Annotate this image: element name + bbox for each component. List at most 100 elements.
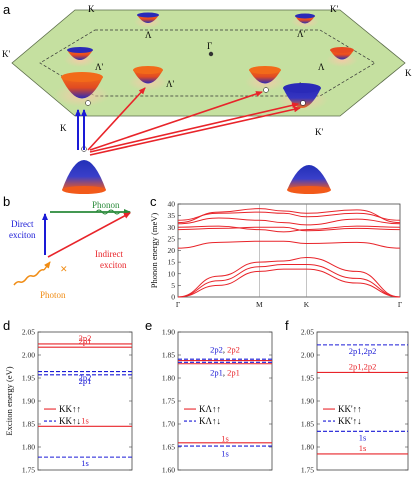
x-tick-label: K bbox=[304, 300, 310, 309]
panel-label-f: f bbox=[285, 318, 289, 333]
legend-label: KK↑↑ bbox=[59, 404, 81, 414]
level-label: 1s bbox=[221, 448, 229, 458]
bz-label-kp-left: K' bbox=[2, 49, 10, 59]
indirect-exciton-label-2: exciton bbox=[100, 260, 127, 270]
indirect-arrow-lambda-p bbox=[87, 87, 146, 151]
indirect-arrow-lambda bbox=[89, 91, 263, 151]
legend-label: KK↑↓ bbox=[59, 416, 81, 426]
level-label-part: , bbox=[223, 367, 227, 377]
valley-k-large bbox=[54, 72, 110, 107]
inner-hexagon-dashed bbox=[39, 29, 376, 97]
level-label-2p1: 2p1 bbox=[79, 376, 92, 386]
indirect-arrow-kp-2 bbox=[89, 106, 301, 156]
y-tick-label: 1.85 bbox=[22, 420, 35, 429]
legend-label: KK'↑↓ bbox=[338, 416, 362, 426]
level-label-part: 2p2 bbox=[210, 344, 223, 354]
phonon-branch-8 bbox=[177, 208, 401, 224]
phonon-wave bbox=[95, 209, 121, 215]
y-tick-label: 1.80 bbox=[301, 443, 314, 452]
y-tick-label: 2.00 bbox=[22, 351, 35, 360]
direct-exciton-label-2: exciton bbox=[9, 230, 36, 240]
x-tick-label: M bbox=[256, 300, 263, 309]
y-tick-label: 1.75 bbox=[162, 397, 175, 406]
y-tick-label: 1.95 bbox=[301, 374, 314, 383]
y-tick-label: 5 bbox=[171, 281, 175, 290]
y-tick-label: 25 bbox=[168, 234, 176, 243]
y-tick-label: 15 bbox=[168, 258, 176, 267]
y-tick-label: 1.90 bbox=[22, 397, 35, 406]
y-tick-label: 1.85 bbox=[162, 351, 175, 360]
valley-lambda-right-mid bbox=[245, 66, 285, 91]
valley-lambda-p-top-right bbox=[291, 13, 319, 28]
phonon-branch-7 bbox=[177, 217, 401, 226]
panel-label-a: a bbox=[3, 2, 11, 17]
panel-label-e: e bbox=[145, 318, 152, 333]
y-tick-label: 35 bbox=[168, 211, 176, 220]
panel-label-b: b bbox=[3, 194, 10, 209]
legend-label: KΛ↑↑ bbox=[199, 404, 221, 414]
y-tick-label: 10 bbox=[168, 269, 176, 278]
y-tick-label: 1.65 bbox=[162, 443, 175, 452]
y-tick-label: 40 bbox=[168, 200, 176, 209]
level-label-1s: 1s bbox=[359, 443, 367, 453]
bz-label-kp-bottom: K' bbox=[315, 127, 323, 137]
bz-label-k-bottom: K bbox=[60, 123, 67, 133]
level-label-part: , bbox=[223, 344, 227, 354]
panel-label-d: d bbox=[3, 318, 10, 333]
level-label: 1s bbox=[221, 434, 229, 444]
photon-label: Photon bbox=[40, 290, 66, 300]
plot-frame bbox=[177, 331, 273, 471]
y-tick-label: 1.75 bbox=[22, 466, 35, 475]
bz-label-gamma: Γ bbox=[207, 41, 212, 51]
phonon-branch-3 bbox=[177, 268, 401, 298]
phonon-branch-4 bbox=[177, 240, 401, 249]
valley-lambda-p-bottom-left bbox=[128, 66, 168, 91]
valence-band-kp bbox=[287, 165, 331, 194]
level-label-2p2: 2p2 bbox=[79, 333, 92, 343]
y-tick-label: 1.90 bbox=[301, 397, 314, 406]
level-label-part: 1s bbox=[221, 434, 229, 444]
y-tick-label: 1.80 bbox=[22, 443, 35, 452]
bz-label-k-top: K bbox=[88, 4, 95, 14]
level-label-2p1,2p2: 2p1,2p2 bbox=[349, 361, 377, 371]
valley-lambda-p-left bbox=[64, 47, 96, 67]
level-label-1s: 1s bbox=[81, 458, 89, 468]
level-label-2p2: 2p2 bbox=[79, 373, 92, 383]
level-label: 2p2, 2p2 bbox=[210, 344, 240, 354]
y-axis-label: Phonon energy (meV) bbox=[149, 213, 159, 289]
gamma-point bbox=[208, 51, 214, 57]
level-label-part: 1s bbox=[221, 448, 229, 458]
x-tick-label: Γ bbox=[398, 300, 403, 309]
photon-arrow bbox=[43, 261, 51, 271]
y-tick-label: 2.00 bbox=[301, 351, 314, 360]
electron-markers bbox=[81, 87, 306, 152]
photon-x-mark: ✕ bbox=[60, 264, 68, 274]
y-tick-label: 2.05 bbox=[22, 328, 35, 337]
valence-band-k bbox=[62, 160, 106, 194]
level-label-part: 2p2 bbox=[227, 344, 240, 354]
y-tick-label: 1.60 bbox=[162, 466, 175, 475]
phonon-branch-9 bbox=[177, 211, 401, 221]
y-tick-label: 1.90 bbox=[162, 328, 175, 337]
y-tick-label: 1.85 bbox=[301, 420, 314, 429]
plot-frame bbox=[37, 331, 133, 471]
y-tick-label: 30 bbox=[168, 223, 176, 232]
legend-label: KΛ↑↓ bbox=[199, 416, 221, 426]
y-tick-label: 1.75 bbox=[301, 466, 314, 475]
indirect-exciton-label-1: Indirect bbox=[95, 249, 123, 259]
y-tick-label: 20 bbox=[168, 246, 176, 255]
phonon-label: Phonon bbox=[92, 200, 120, 210]
level-label-2p1: 2p1 bbox=[79, 336, 92, 346]
y-tick-label: 2.05 bbox=[301, 328, 314, 337]
bz-label-lambda-p-left: Λ' bbox=[95, 62, 104, 72]
x-tick-label: Γ bbox=[176, 300, 181, 309]
phonon-branch-2 bbox=[177, 263, 401, 298]
valley-lambda-right bbox=[326, 47, 358, 67]
y-tick-label: 1.80 bbox=[162, 374, 175, 383]
level-label-part: 2p1 bbox=[210, 367, 223, 377]
exciton-levels-chart-f: 1.751.801.851.901.952.002.051s2p1,2p21s2… bbox=[301, 328, 409, 475]
panel-label-c: c bbox=[150, 194, 157, 209]
